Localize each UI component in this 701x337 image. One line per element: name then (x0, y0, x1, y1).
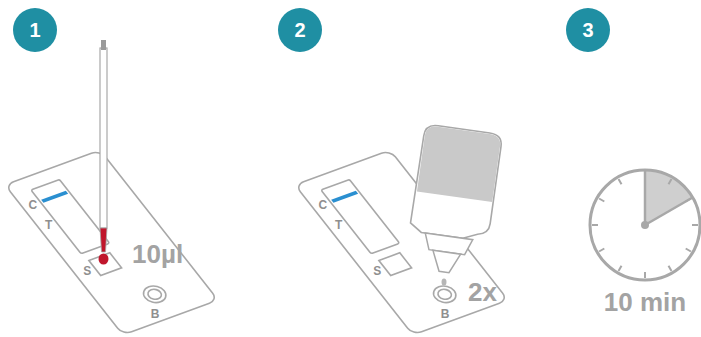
clock-tick (669, 266, 672, 271)
drop (442, 279, 447, 286)
control-line-label: C (318, 199, 327, 211)
clock-tick (592, 224, 598, 226)
test-cassette (5, 150, 218, 335)
control-line-label: C (28, 199, 37, 211)
buffer-well-label: B (151, 308, 160, 320)
sample-well-label: S (83, 265, 91, 277)
buffer-well-label: B (441, 308, 450, 320)
clock-tick (599, 249, 604, 252)
volume-label: 10µl (132, 241, 183, 267)
sample-well-label: S (373, 265, 381, 277)
clock-tick (669, 179, 672, 184)
clock-tick (599, 199, 604, 202)
test-line-label: T (335, 219, 342, 231)
clock-tick (686, 249, 691, 252)
step-number-text: 2 (294, 19, 305, 42)
clock-tick (619, 266, 622, 271)
step-number: 2 (278, 8, 322, 52)
clock-tick (644, 272, 646, 278)
drop-count-label: 2x (468, 279, 497, 305)
step-number: 3 (566, 8, 610, 52)
step-number-text: 1 (29, 19, 40, 42)
test-line-label: T (45, 219, 52, 231)
clock-tick (692, 224, 698, 226)
pipette (99, 40, 109, 265)
clock-tick (619, 179, 622, 184)
time-label: 10 min (604, 289, 686, 315)
timer-clock (590, 170, 700, 280)
step-number: 1 (13, 8, 57, 52)
step-number-text: 3 (582, 19, 593, 42)
buffer-bottle (404, 124, 502, 278)
